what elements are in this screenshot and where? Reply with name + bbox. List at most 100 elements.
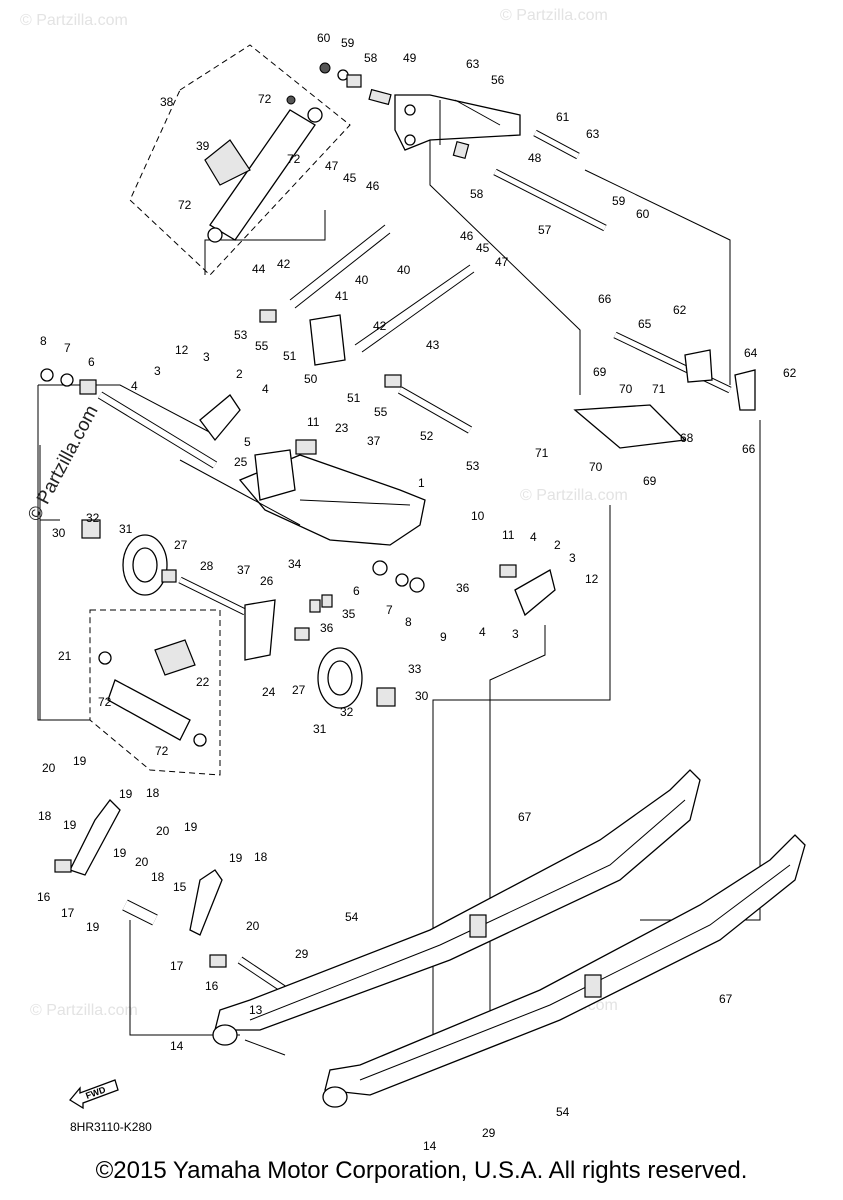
callout-number: 71 [652,382,666,396]
callout-number: 3 [512,627,519,641]
callout-number: 2 [236,367,243,381]
callout-number: 71 [535,446,549,460]
callout-number: 36 [320,621,334,635]
callout-number: 19 [73,754,87,768]
callout-number: 30 [415,689,429,703]
rear-shock-group-box [89,609,221,776]
upper-arm-assembly [368,88,521,160]
callout-number: 62 [673,303,687,317]
callout-number: 15 [173,880,187,894]
callout-number: 3 [569,551,576,565]
callout-number: 34 [288,557,302,571]
callout-number: 51 [347,391,361,405]
hardware [40,62,517,968]
callout-number: 53 [466,459,480,473]
callout-number: 52 [420,429,434,443]
callout-number: 18 [38,809,52,823]
callout-number: 19 [119,787,133,801]
callout-number: 37 [367,434,381,448]
callout-number: 8 [40,334,47,348]
shock-assembly-group-box [129,44,351,276]
callout-number: 16 [205,979,219,993]
main-frame [179,449,426,546]
copyright-notice: ©2015 Yamaha Motor Corporation, U.S.A. A… [95,1157,748,1184]
callout-number: 19 [113,846,127,860]
callout-number: 11 [502,528,515,542]
callout-number: 6 [353,584,360,598]
callout-number: 40 [355,273,369,287]
callout-number: 7 [386,603,393,617]
callout-number: 47 [325,159,339,173]
wheels [81,519,396,709]
callout-number: 56 [491,73,505,87]
callout-number: 14 [423,1139,437,1153]
callout-number: 58 [470,187,484,201]
callout-number: 72 [258,92,272,106]
callout-number: 18 [254,850,268,864]
reference-lines [37,130,761,1060]
forward-arrow-icon: FWD [69,1079,119,1110]
callout-number: 70 [589,460,603,474]
callout-number: 54 [556,1105,570,1119]
callout-number: 65 [638,317,652,331]
callout-number: 25 [234,455,248,469]
watermarks: © Partzilla.com © Partzilla.com © Partzi… [20,7,628,1019]
callout-number: 27 [292,683,306,697]
callout-number: 17 [61,906,75,920]
links [289,224,475,353]
callout-number: 46 [460,229,474,243]
callout-number: 13 [249,1003,263,1017]
callout-number: 60 [317,31,331,45]
callout-number: 11 [307,415,320,429]
callout-number: 10 [471,509,485,523]
callout-number: 19 [86,920,100,934]
callout-number: 51 [283,349,297,363]
callout-number: 39 [196,139,210,153]
callout-number: 20 [156,824,170,838]
callout-number: 69 [643,474,657,488]
callout-number: 17 [170,959,184,973]
callout-number: 12 [175,343,189,357]
watermark-text: © Partzilla.com [20,12,128,29]
callout-number: 7 [64,341,71,355]
callout-number: 18 [146,786,160,800]
callout-number: 20 [246,919,260,933]
callout-number: 1 [418,476,425,490]
callout-number: 27 [174,538,188,552]
callout-number: 48 [528,151,542,165]
callout-number: 32 [86,511,100,525]
callout-number: 16 [37,890,51,904]
callout-number: 45 [476,241,490,255]
diagram-code: 8HR3110-K280 [70,1120,152,1134]
callout-number: 38 [160,95,174,109]
callout-number: 69 [593,365,607,379]
callout-number: 59 [612,194,626,208]
callout-number: 23 [335,421,349,435]
callout-number: 41 [335,289,349,303]
callout-number: 35 [342,607,356,621]
callout-number: 54 [345,910,359,924]
callout-number: 21 [58,649,72,663]
callout-number: 58 [364,51,378,65]
watermark-text: © Partzilla.com [500,7,608,24]
callout-number: 67 [719,992,733,1006]
callout-number: 12 [585,572,599,586]
callout-number: 19 [184,820,198,834]
callout-number: 42 [373,319,387,333]
callout-number: 32 [340,705,354,719]
callout-number: 26 [260,574,274,588]
callout-number: 28 [200,559,214,573]
callout-number: 33 [408,662,422,676]
callout-number: 19 [229,851,243,865]
callout-number: 49 [403,51,417,65]
callout-number: 22 [196,675,210,689]
callout-number: 67 [518,810,532,824]
callout-number: 14 [170,1039,184,1053]
callout-number: 44 [252,262,266,276]
callout-number: 19 [63,818,77,832]
watermark-text: © Partzilla.com [30,1002,138,1019]
callout-number: 2 [554,538,561,552]
callout-number: 3 [154,364,161,378]
callout-number: 63 [586,127,600,141]
